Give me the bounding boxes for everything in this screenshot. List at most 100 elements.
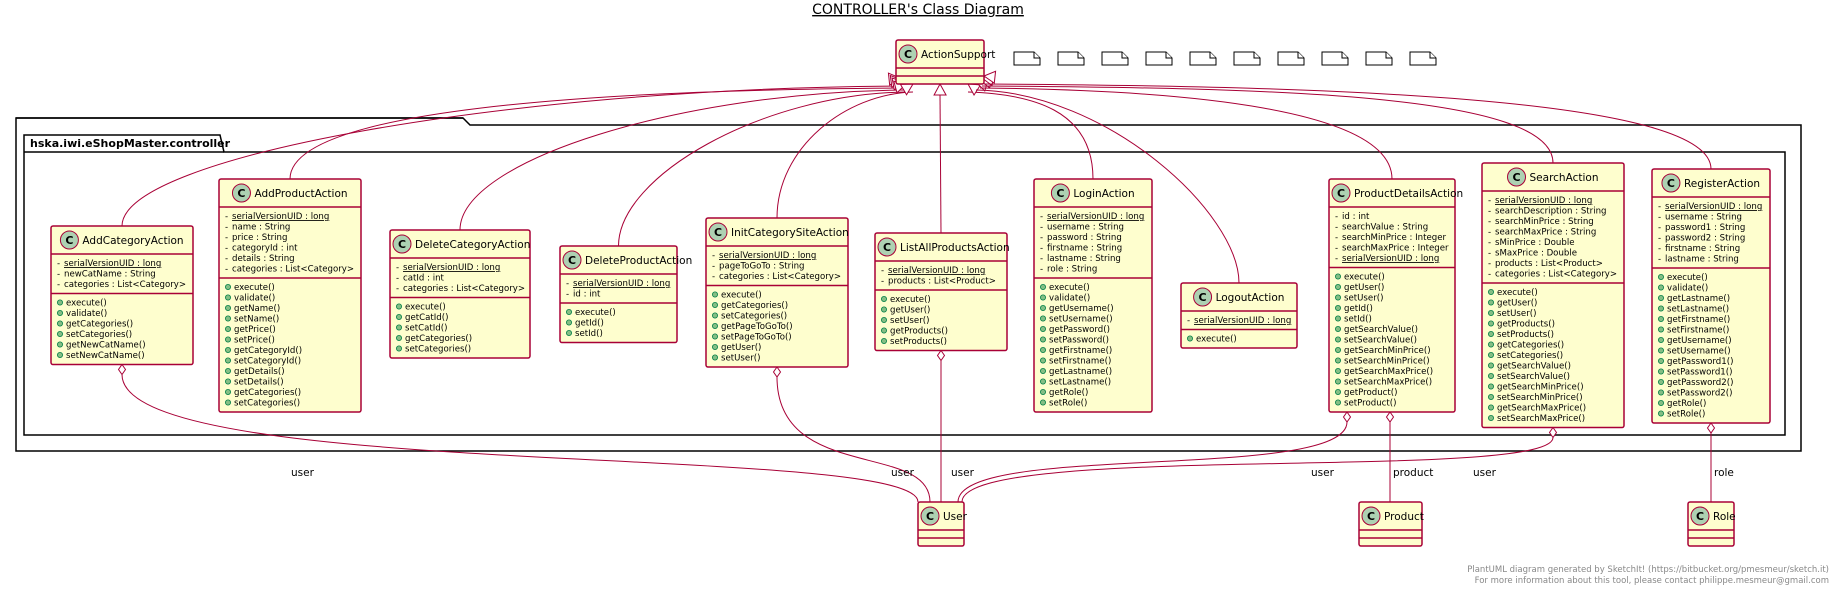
association-label-user: user [951, 467, 975, 479]
inheritance-edge [618, 91, 907, 247]
class-attribute: lastname : String [1665, 255, 1739, 265]
class-attribute: products : List<Product> [888, 277, 996, 287]
footer-line-2: For more information about this tool, pl… [1475, 576, 1829, 586]
association-edge [957, 421, 1348, 503]
visibility-private-marker: - [566, 279, 569, 289]
class-name: LoginAction [1073, 188, 1134, 200]
class-method: execute() [575, 308, 616, 318]
visibility-private-marker: - [1658, 234, 1661, 244]
public-method-icon [1040, 304, 1047, 311]
visibility-private-marker: - [1335, 244, 1338, 254]
class-letter: C [714, 226, 722, 239]
class-name: DeleteCategoryAction [415, 239, 530, 251]
visibility-private-marker: - [1040, 254, 1043, 264]
public-method-icon [1040, 315, 1047, 322]
class-method: setPrice() [234, 336, 275, 346]
public-method-icon [224, 378, 231, 385]
visibility-private-marker: - [1658, 202, 1661, 212]
public-method-icon [1488, 372, 1495, 379]
class-attribute: pageToGoTo : String [719, 262, 804, 272]
class-method: execute() [66, 299, 107, 309]
class-method: setFirstname() [1049, 357, 1111, 367]
class-letter: C [1367, 510, 1375, 523]
visibility-private-marker: - [1040, 265, 1043, 275]
public-method-icon [395, 345, 402, 352]
class-box [1328, 178, 1456, 413]
visibility-private-marker: - [225, 233, 228, 243]
class-list-all-products-action[interactable]: ListAllProductsActionC-serialVersionUID … [874, 232, 1010, 352]
visibility-private-marker: - [1488, 249, 1491, 259]
class-method: getSearchMaxPrice() [1344, 367, 1433, 377]
public-method-icon [57, 351, 64, 358]
inheritance-arrowhead [982, 70, 997, 85]
class-method: getCategories() [66, 320, 133, 330]
public-method-icon [881, 295, 888, 302]
visibility-private-marker: - [1488, 228, 1491, 238]
class-name: ProductDetailsAction [1354, 188, 1463, 200]
class-letter: C [883, 241, 891, 254]
class-attribute: searchDescription : String [1495, 207, 1607, 217]
class-method: getPassword2() [1667, 378, 1733, 388]
note-fold [1209, 52, 1216, 59]
public-method-icon [1335, 294, 1342, 301]
public-method-icon [395, 303, 402, 310]
class-method: execute() [1049, 283, 1090, 293]
public-method-icon [1040, 357, 1047, 364]
class-method: setRole() [1049, 399, 1087, 409]
class-method: setCategories() [234, 399, 300, 409]
class-attribute: username : String [1047, 223, 1124, 233]
class-method: setRole() [1667, 410, 1705, 420]
public-method-icon [1187, 335, 1194, 342]
public-method-icon [881, 306, 888, 313]
footer-line-1: PlantUML diagram generated by SketchIt! … [1467, 565, 1829, 575]
class-method: getProducts() [890, 327, 948, 337]
class-attribute: serialVersionUID : long [1194, 316, 1291, 326]
association-edge [121, 374, 919, 503]
class-method: setSearchMinPrice() [1344, 357, 1430, 367]
visibility-private-marker: - [1488, 207, 1491, 217]
class-attribute: sMinPrice : Double [1495, 238, 1575, 248]
class-method: setSearchMaxPrice() [1344, 378, 1432, 388]
class-attribute: price : String [232, 233, 287, 243]
public-method-icon [566, 308, 573, 315]
class-method: getProduct() [1344, 388, 1397, 398]
class-name: RegisterAction [1684, 178, 1760, 190]
public-method-icon [224, 304, 231, 311]
visibility-private-marker: - [225, 244, 228, 254]
visibility-private-marker: - [225, 212, 228, 222]
class-method: getPageToGoTo() [721, 322, 793, 332]
class-method: getPassword() [1049, 325, 1110, 335]
class-init-category-site-action[interactable]: InitCategorySiteActionC-serialVersionUID… [705, 217, 849, 368]
class-method: setUsername() [1049, 315, 1113, 325]
public-method-icon [1658, 284, 1665, 291]
class-circle-icon [1193, 287, 1213, 307]
public-method-icon [712, 343, 719, 350]
class-method: getCatId() [405, 313, 448, 323]
class-attribute: categories : List<Category> [403, 284, 525, 294]
class-method: getProducts() [1497, 320, 1555, 330]
aggregation-diamond-icon [1342, 411, 1352, 423]
class-method: setSearchMinPrice() [1497, 393, 1583, 403]
class-box [389, 229, 531, 359]
class-method: getPrice() [234, 325, 276, 335]
public-method-icon [1040, 325, 1047, 332]
public-method-icon [881, 327, 888, 334]
association-label-role: role [1714, 467, 1734, 479]
class-method: getId() [1344, 304, 1373, 314]
public-method-icon [712, 322, 719, 329]
class-method: getUser() [890, 306, 930, 316]
